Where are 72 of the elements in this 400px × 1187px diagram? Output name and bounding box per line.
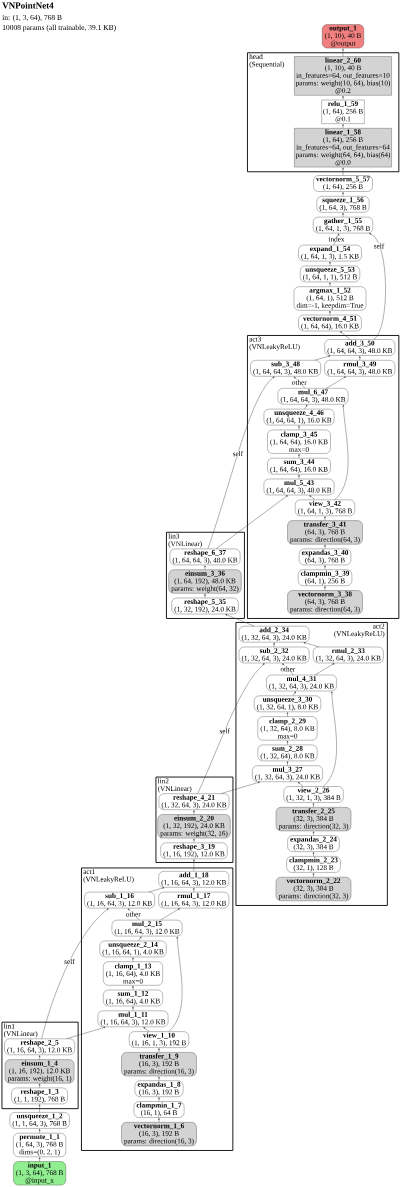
arrow <box>204 593 206 599</box>
arrow <box>324 544 326 549</box>
arrow <box>298 454 300 459</box>
arrow <box>158 1097 160 1102</box>
diagram-title: VNPointNet4 <box>2 2 54 9</box>
arrow <box>342 48 344 57</box>
arrow <box>193 887 195 893</box>
arrow <box>66 1026 106 1039</box>
arrow <box>282 663 294 676</box>
arrow <box>221 781 260 794</box>
arrow <box>158 1048 160 1053</box>
arrow <box>304 404 308 410</box>
arrow <box>197 663 265 794</box>
arrow <box>132 957 134 962</box>
arrow <box>286 712 289 717</box>
arrow <box>38 1128 41 1134</box>
arrow <box>329 310 331 316</box>
arrow <box>286 761 289 766</box>
arrow <box>193 810 195 815</box>
arrow <box>41 908 109 1039</box>
arrow <box>312 852 315 857</box>
arrow <box>342 212 344 218</box>
arrow <box>143 1027 149 1032</box>
arrow <box>312 872 315 878</box>
arrow <box>340 331 351 340</box>
arrow <box>309 495 315 500</box>
arrow <box>312 803 315 808</box>
arrow <box>329 261 331 266</box>
arrow <box>38 1055 41 1060</box>
arrow <box>342 167 344 176</box>
arrow <box>359 356 361 361</box>
arrow <box>303 642 320 648</box>
arrow <box>132 1006 134 1011</box>
arrow <box>38 1157 41 1162</box>
arrow <box>38 1083 41 1088</box>
arrow <box>158 1118 160 1123</box>
arrow <box>160 908 180 921</box>
arrow <box>293 376 306 389</box>
arrow <box>314 663 335 676</box>
arrow <box>314 355 331 361</box>
arrow <box>292 691 296 696</box>
arrow <box>132 985 134 991</box>
arrow <box>158 1076 160 1081</box>
arrow <box>333 233 340 246</box>
arrow <box>273 642 275 648</box>
arrow <box>207 376 275 549</box>
arrow <box>193 859 195 872</box>
arrow <box>297 782 304 787</box>
arrow <box>38 1104 41 1113</box>
arrow <box>225 614 255 627</box>
arrow <box>138 936 142 941</box>
arrow <box>324 586 326 591</box>
arrow <box>326 376 346 389</box>
arrow <box>204 565 206 570</box>
arrow <box>323 691 337 787</box>
arrow <box>312 831 315 836</box>
arrow <box>127 908 140 921</box>
arrow <box>369 233 386 340</box>
arrow <box>334 404 349 500</box>
arrow <box>324 565 326 570</box>
arrow <box>193 838 195 843</box>
arrow <box>298 474 300 480</box>
arrow <box>286 740 289 745</box>
arrow <box>342 192 344 197</box>
arrow <box>215 495 288 549</box>
arrow <box>148 887 165 893</box>
arrow <box>342 95 344 101</box>
arrow <box>168 936 183 1032</box>
arrow <box>298 425 300 430</box>
arrow <box>329 282 331 287</box>
arrow <box>342 124 344 129</box>
arrow <box>324 516 326 521</box>
